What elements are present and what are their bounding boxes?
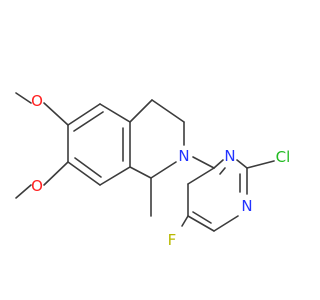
bond-c6pyr-c5pyr xyxy=(187,215,215,232)
atom-labels: O O N N N Cl F xyxy=(31,92,290,249)
atom-o-lower: O xyxy=(31,177,43,195)
bond-c4-c3 xyxy=(151,99,185,123)
bond-o-lower-c7 xyxy=(43,161,69,186)
bond-methyl-o-upper xyxy=(15,92,32,104)
bond-c2-cl xyxy=(246,160,275,169)
atom-n-pyrimidine-top: N xyxy=(224,147,235,165)
bond-c8-c7-inner xyxy=(74,157,102,178)
bond-c4pyr-n3a xyxy=(213,159,224,169)
bond-c4pyr-c5pyr-link xyxy=(187,167,215,185)
bond-c6pyr-c5pyr-inner xyxy=(192,211,212,224)
atom-chlorine: Cl xyxy=(276,148,291,166)
bond-c5-c4a xyxy=(99,103,131,123)
bond-o-upper-c6 xyxy=(43,102,69,126)
bond-c8-c7 xyxy=(67,161,101,186)
bond-c4a-c4 xyxy=(129,99,153,123)
atom-o-upper: O xyxy=(31,92,43,110)
bond-c6-c5-inner xyxy=(73,111,104,132)
bond-c6-c5 xyxy=(67,103,101,126)
bond-n3-c2 xyxy=(236,159,248,169)
molecule-diagram: O O N N N Cl F xyxy=(15,92,290,249)
structure-canvas: O O N N N Cl F xyxy=(15,92,290,249)
atom-n-ring: N xyxy=(178,147,189,165)
bond-c1-c8a xyxy=(129,166,152,179)
bond-c5pyr-f xyxy=(181,215,189,227)
bond-methyl-o-lower xyxy=(15,184,32,199)
atom-fluorine: F xyxy=(168,231,177,249)
bond-n1-c6pyr xyxy=(213,215,239,232)
bond-n-c4pyr xyxy=(192,156,215,169)
bond-group xyxy=(15,92,275,232)
bond-c4pyr-n3b xyxy=(219,167,226,175)
bond-n-c1 xyxy=(150,161,177,179)
atom-n-pyrimidine-bottom: N xyxy=(241,197,252,215)
bond-c8a-c8 xyxy=(99,166,131,186)
